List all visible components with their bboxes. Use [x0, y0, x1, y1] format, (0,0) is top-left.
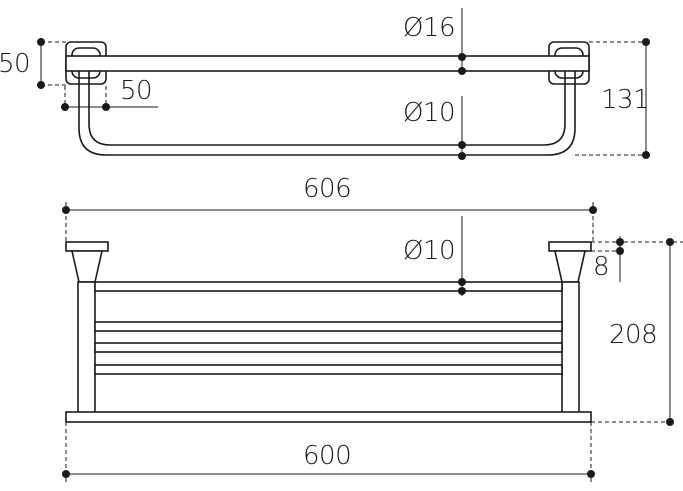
top-view: 50 50 Ø16 Ø10	[0, 8, 650, 160]
dim-label-208: 208	[609, 320, 657, 350]
right-flare	[553, 250, 587, 283]
rail-3	[94, 342, 563, 353]
rail-1	[94, 281, 563, 292]
right-top-plate	[548, 241, 592, 252]
dim-overall-width: 606	[62, 174, 597, 242]
dim-height-front: 208	[591, 238, 683, 426]
left-top-plate	[65, 241, 109, 252]
dim-label-606: 606	[303, 174, 351, 204]
dim-label-600: 600	[303, 441, 351, 471]
dim-base-width: 600	[62, 422, 595, 482]
dim-label-d16: Ø16	[403, 13, 455, 43]
dim-label-50-height: 50	[0, 49, 30, 79]
left-post	[77, 281, 96, 416]
dim-offset: 50	[61, 76, 158, 112]
dim-plate: 8	[591, 236, 624, 282]
main-tube	[65, 55, 590, 72]
shelf-rails	[94, 281, 563, 375]
dim-tube-large: Ø16	[403, 8, 466, 75]
dim-height-top: 50	[0, 38, 66, 89]
dim-label-d10-front: Ø10	[403, 236, 455, 266]
dim-label-131: 131	[601, 85, 649, 115]
u-bar-outer	[78, 68, 576, 156]
dim-rail: Ø10	[403, 216, 466, 296]
right-post	[561, 281, 580, 416]
dim-label-50-offset: 50	[120, 76, 152, 106]
left-flare	[70, 250, 104, 283]
dim-tube-small: Ø10	[403, 96, 466, 160]
dim-label-8: 8	[593, 252, 609, 282]
rail-4	[94, 364, 563, 375]
front-view: 606 Ø10	[62, 174, 683, 482]
u-bar-inner	[88, 68, 566, 146]
base-bar	[65, 411, 592, 423]
dim-label-d10-top: Ø10	[403, 98, 455, 128]
rail-2	[94, 321, 563, 332]
dim-depth: 131	[575, 38, 650, 159]
